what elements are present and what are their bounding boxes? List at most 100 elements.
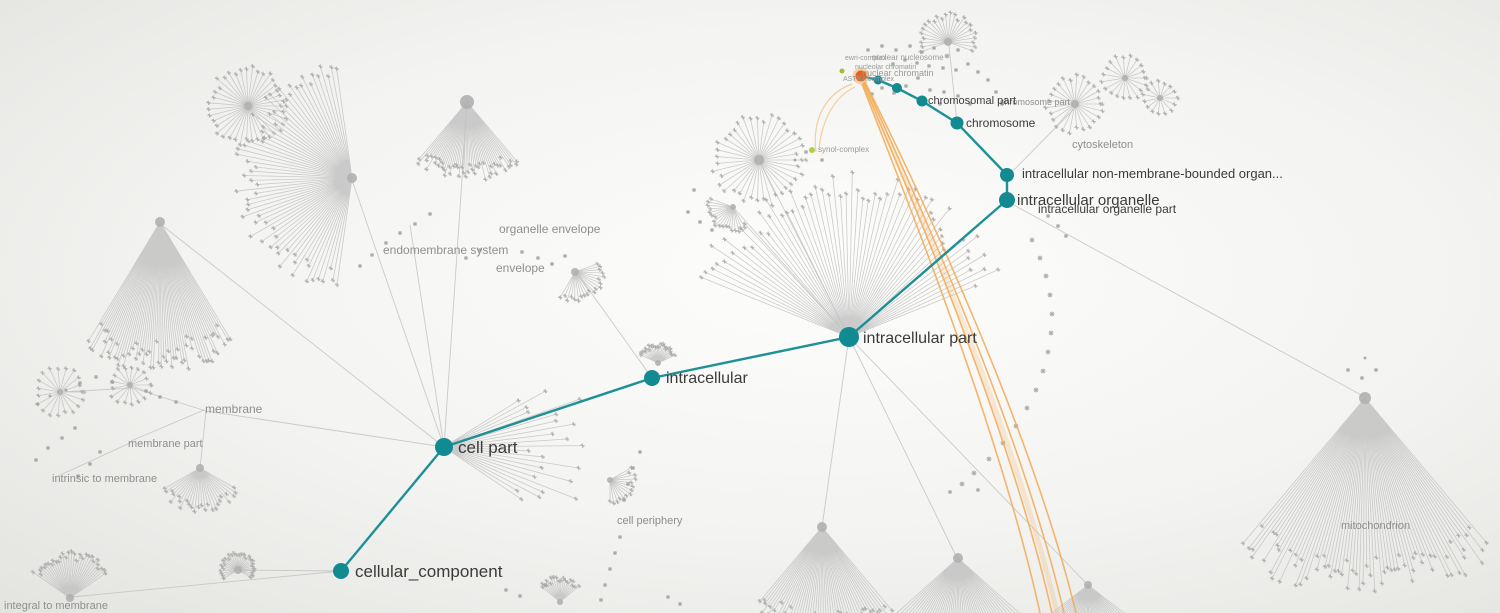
fan-leaf-nodes xyxy=(162,485,238,514)
fan-hub-node[interactable] xyxy=(1122,75,1128,81)
term-label[interactable]: organelle envelope xyxy=(499,222,601,236)
fan-hub-node[interactable] xyxy=(196,464,204,472)
fan-cluster xyxy=(699,170,1001,338)
fan-cluster xyxy=(218,550,257,581)
fan-cluster xyxy=(918,10,978,55)
term-label[interactable]: integral to membrane xyxy=(4,600,108,612)
term-label-small[interactable]: nucleolar chromatin xyxy=(855,64,916,71)
term-label-small[interactable]: ASTRA complex xyxy=(843,76,894,83)
path-node-chromatin[interactable] xyxy=(892,83,902,93)
orange-edge xyxy=(864,81,1077,613)
path-term-label[interactable]: intracellular part xyxy=(863,330,977,347)
fan-leaf-nodes xyxy=(1240,523,1489,594)
fan-leaf-nodes xyxy=(514,388,585,502)
fan-leaf-nodes xyxy=(218,550,257,581)
scattered-term-nodes xyxy=(34,44,1378,606)
fan-leaf-nodes xyxy=(699,170,1001,289)
path-node-chromosome[interactable] xyxy=(950,116,964,130)
fan-hub-node[interactable] xyxy=(571,268,579,276)
fan-spokes xyxy=(609,467,636,504)
path-term-label[interactable]: cell part xyxy=(458,438,518,457)
path-node-chromosomal-part[interactable] xyxy=(916,95,928,107)
fan-hub-node[interactable] xyxy=(57,389,63,395)
term-label-small[interactable]: nuclear nucleosome xyxy=(872,53,944,62)
path-node-intracellular[interactable] xyxy=(644,370,660,386)
term-label-small[interactable]: synol-complex xyxy=(818,145,869,154)
path-node-intracellular-organelle[interactable] xyxy=(999,192,1015,208)
fan-cluster xyxy=(896,553,1022,613)
fan-hub-node[interactable] xyxy=(127,382,133,388)
accent-term-node[interactable] xyxy=(839,68,845,74)
fan-hub-node[interactable] xyxy=(607,477,613,483)
fan-hub-node[interactable] xyxy=(817,522,827,532)
term-label[interactable]: envelope xyxy=(496,261,545,275)
fan-hub-node[interactable] xyxy=(754,155,764,165)
fan-hub-node[interactable] xyxy=(234,566,242,574)
term-label[interactable]: cell periphery xyxy=(617,515,683,527)
fan-leaf-nodes xyxy=(757,597,895,613)
term-label-small[interactable]: ewri-complex xyxy=(845,55,887,62)
fan-spokes xyxy=(88,221,231,369)
fan-hub-node[interactable] xyxy=(66,594,74,602)
fan-cluster xyxy=(710,112,809,208)
term-label-small[interactable]: nuclear chromatin xyxy=(862,68,934,78)
orange-edge xyxy=(863,81,1065,613)
term-label[interactable]: endomembrane system xyxy=(383,243,508,257)
fan-spokes xyxy=(164,467,236,512)
orange-edge-glow xyxy=(861,83,1060,613)
path-node-intracellular-part[interactable] xyxy=(839,327,859,347)
fan-hub-node[interactable] xyxy=(1071,100,1079,108)
path-node-cell-part[interactable] xyxy=(435,438,453,456)
fan-cluster xyxy=(540,574,582,605)
fan-spokes xyxy=(759,526,893,613)
path-term-label[interactable]: intracellular organelle part xyxy=(1038,202,1177,216)
fan-spokes xyxy=(542,576,580,603)
fan-hub-node[interactable] xyxy=(557,599,563,605)
fan-leaf-nodes xyxy=(234,64,340,288)
fan-cluster xyxy=(558,261,607,303)
fan-hub-node[interactable] xyxy=(953,553,963,563)
accent-term-node[interactable] xyxy=(809,147,815,153)
fan-hub-node[interactable] xyxy=(730,204,736,210)
fan-cluster xyxy=(1140,78,1181,116)
fan-hub-node[interactable] xyxy=(244,102,252,110)
fan-spokes xyxy=(1142,80,1178,114)
path-node-nuclear-chromatin[interactable] xyxy=(873,75,883,85)
node-selected-term[interactable] xyxy=(855,70,867,82)
fan-hub-node[interactable] xyxy=(1084,581,1092,589)
term-label[interactable]: cytoskeleton xyxy=(1072,139,1133,151)
fan-spokes xyxy=(32,551,106,599)
fan-spokes xyxy=(640,343,676,364)
orange-relation-edges xyxy=(814,81,1077,613)
path-term-label[interactable]: intracellular non-membrane-bounded organ… xyxy=(1022,166,1283,181)
path-node-intracellular-nmb-organelle[interactable] xyxy=(1000,168,1014,182)
fan-hub-node[interactable] xyxy=(1359,392,1371,404)
fan-hub-node[interactable] xyxy=(347,173,357,183)
term-label[interactable]: chromosome part xyxy=(1000,97,1071,107)
term-label[interactable]: mitochondrion xyxy=(1341,520,1410,532)
fan-hub-node[interactable] xyxy=(460,95,474,109)
fan-cluster xyxy=(1051,581,1125,613)
fan-leaf-nodes xyxy=(710,112,809,208)
term-label[interactable]: intrinsic to membrane xyxy=(52,473,157,485)
fan-spokes xyxy=(220,553,255,579)
path-node-cellular-component[interactable] xyxy=(333,563,349,579)
fan-hub-node[interactable] xyxy=(655,360,661,366)
fan-hub-node[interactable] xyxy=(1157,95,1163,101)
fan-leaf-nodes xyxy=(30,549,108,577)
fan-hub-node[interactable] xyxy=(155,217,165,227)
path-term-label[interactable]: chromosome xyxy=(966,116,1036,130)
path-term-label[interactable]: intracellular xyxy=(666,370,748,387)
fan-leaf-nodes xyxy=(206,64,289,147)
fan-hub-node[interactable] xyxy=(944,38,952,46)
path-term-label[interactable]: intracellular organelle xyxy=(1017,192,1160,209)
path-term-label[interactable]: chromosomal part xyxy=(928,95,1016,107)
fan-leaf-nodes xyxy=(705,196,747,234)
term-label[interactable]: membrane xyxy=(205,402,263,416)
fan-cluster xyxy=(1099,53,1149,101)
path-term-label[interactable]: cellular_component xyxy=(355,562,503,581)
cluster-connector-edges xyxy=(55,45,1364,598)
term-label[interactable]: membrane part xyxy=(128,438,203,450)
